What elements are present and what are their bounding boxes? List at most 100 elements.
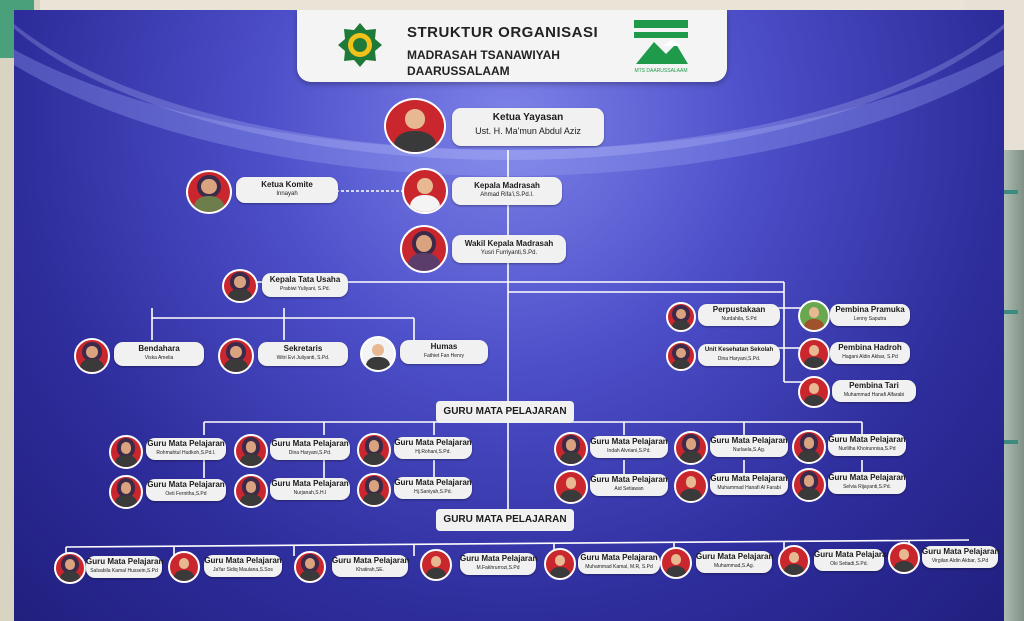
name-label: Hagani Aldin Akbar, S.Pd bbox=[842, 354, 898, 360]
section-guru-mata-pelajaran-2: GURU MATA PELAJARAN bbox=[436, 509, 574, 531]
name-label: Witri Evi Juliyanti, S.Pd. bbox=[276, 355, 330, 361]
role-label: Guru Mata Pelajaran bbox=[271, 439, 349, 448]
tari-card: Pembina Tari Muhammad Hanafi Alfarabi bbox=[832, 380, 916, 402]
uks-photo bbox=[666, 341, 696, 371]
role-label: Guru Mata Pelajaran bbox=[828, 435, 906, 444]
kepala-tu-photo bbox=[222, 269, 258, 303]
hadroh-photo bbox=[798, 338, 830, 370]
guru-photo bbox=[792, 430, 826, 464]
role-label: Perpustakaan bbox=[712, 305, 766, 314]
pramuka-photo bbox=[798, 300, 830, 332]
wakil-kepala-photo bbox=[400, 225, 448, 273]
name-label: Oki Setiadi,S.Pd. bbox=[830, 561, 868, 567]
wakil-kepala-card: Wakil Kepala Madrasah Yusri Furriyanti,S… bbox=[452, 235, 566, 263]
role-label: Pembina Pramuka bbox=[835, 305, 905, 314]
guru-photo bbox=[357, 473, 391, 507]
name-label: Hj.Saniyah,S.Pd. bbox=[414, 489, 452, 495]
name-label: Oeti Fernitha,S.Pd bbox=[165, 491, 207, 497]
name-label: Muhammad Hanafi Al Farabi bbox=[717, 485, 781, 491]
hadroh-card: Pembina Hadroh Hagani Aldin Akbar, S.Pd bbox=[830, 342, 910, 364]
guru-photo bbox=[674, 469, 708, 503]
guru-photo bbox=[554, 432, 588, 466]
role-label: Guru Mata Pelajaran bbox=[271, 479, 349, 488]
role-label: Guru Mata Pelajaran bbox=[580, 553, 658, 562]
guru-photo bbox=[778, 545, 810, 577]
role-label: Bendahara bbox=[138, 344, 180, 353]
ketua-yayasan-photo bbox=[384, 98, 446, 154]
role-label: Humas bbox=[430, 342, 458, 351]
role-label: Guru Mata Pelajaran bbox=[590, 475, 668, 484]
mts-daarussalaam-logo-icon: MTS DAARUSSALAAM bbox=[634, 20, 688, 74]
guru-photo bbox=[554, 470, 588, 504]
kepala-madrasah-photo bbox=[402, 168, 448, 214]
name-label: Aid Setiawan bbox=[614, 486, 644, 492]
guru-photo bbox=[544, 548, 576, 580]
guru-photo bbox=[234, 434, 268, 468]
ketua-komite-card: Ketua Komite Innayah bbox=[236, 177, 338, 203]
name-label: Ahmad Rifa'i,S.Pd.I. bbox=[480, 192, 534, 198]
name-label: Nurlilha Khoirunnisa,S.Pd bbox=[838, 446, 896, 452]
role-label: Guru Mata Pelajaran bbox=[710, 474, 788, 483]
section-guru-mata-pelajaran-1: GURU MATA PELAJARAN bbox=[436, 401, 574, 423]
uks-card: Unit Kesehatan Sekolah Dina Haryani,S.Pd… bbox=[698, 344, 780, 366]
bendahara-photo bbox=[74, 338, 110, 374]
name-label: Selvia Rijayanti,S.Pd. bbox=[843, 484, 891, 490]
perpustakaan-card: Perpustakaan Nurdahila, S.Pd bbox=[698, 304, 780, 326]
guru-photo bbox=[674, 431, 708, 465]
chart-title: STRUKTUR ORGANISASI bbox=[407, 24, 599, 41]
name-label: Dina Haryani,S.Pd. bbox=[717, 356, 761, 362]
kepala-madrasah-card: Kepala Madrasah Ahmad Rifa'i,S.Pd.I. bbox=[452, 177, 562, 205]
name-label: Innayah bbox=[276, 191, 298, 197]
guru-photo bbox=[888, 542, 920, 574]
kemenag-logo-icon bbox=[338, 23, 382, 67]
school-name-line2: DAARUSSALAAM bbox=[407, 64, 510, 78]
role-label: Pembina Tari bbox=[849, 381, 899, 390]
name-label: Nurlaela,S.Ag. bbox=[732, 447, 766, 453]
name-label: Ust. H. Ma'mun Abdul Aziz bbox=[475, 126, 581, 136]
kepala-tu-card: Kepala Tata Usaha Prabiwi Yuliyani, S.Pd… bbox=[262, 273, 348, 297]
role-label: Kepala Madrasah bbox=[474, 181, 540, 190]
guru-photo bbox=[660, 547, 692, 579]
name-label: Viska Amelia bbox=[144, 355, 174, 361]
name-label: Ja'far Sidiq Maulana,S.Sos bbox=[213, 567, 273, 573]
role-label: Ketua Yayasan bbox=[492, 112, 564, 123]
perpustakaan-photo bbox=[666, 302, 696, 332]
name-label: Muhammad,S.Ag. bbox=[713, 563, 755, 569]
name-label: Fathiet Fan Henry bbox=[423, 353, 465, 359]
guru-photo bbox=[54, 552, 86, 584]
role-label: Wakil Kepala Madrasah bbox=[464, 239, 554, 248]
sekretaris-card: Sekretaris Witri Evi Juliyanti, S.Pd. bbox=[258, 342, 348, 366]
role-label: Guru Mata Pelajaran bbox=[710, 436, 788, 445]
role-label: Guru Mata Pelajaran bbox=[394, 478, 472, 487]
guru-photo bbox=[294, 551, 326, 583]
name-label: Hj.Rohani,S.Pd. bbox=[415, 449, 451, 455]
name-label: Rohmahtul Hudkoh,S.Pd.I. bbox=[156, 450, 216, 456]
name-label: Virgilan Aldin Akbar, S.Pd bbox=[931, 558, 989, 564]
pramuka-card: Pembina Pramuka Lenny Saputra bbox=[830, 304, 910, 326]
banner-header: STRUKTUR ORGANISASI MADRASAH TSANAWIYAH … bbox=[297, 10, 727, 82]
role-label: Guru Mata Pelajaran bbox=[460, 554, 538, 563]
name-label: Prabiwi Yuliyani, S.Pd. bbox=[280, 286, 330, 292]
name-label: Yusri Furriyanti,S.Pd. bbox=[480, 250, 538, 256]
role-label: Guru Mata Pelajaran bbox=[922, 547, 1000, 556]
name-label: Nurjanah,S.H.I bbox=[293, 490, 327, 496]
role-label: Guru Mata Pelajaran bbox=[696, 552, 774, 561]
name-label: Salsabila Kamal Hussein,S.Pd bbox=[90, 568, 158, 574]
role-label: Pembina Hadroh bbox=[838, 343, 902, 352]
school-name-line1: MADRASAH TSANAWIYAH bbox=[407, 48, 560, 62]
name-label: Indah Alvriani,S.Pd. bbox=[607, 448, 651, 454]
role-label: Guru Mata Pelajaran bbox=[828, 473, 906, 482]
guru-photo bbox=[234, 474, 268, 508]
role-label: Sekretaris bbox=[283, 344, 323, 353]
